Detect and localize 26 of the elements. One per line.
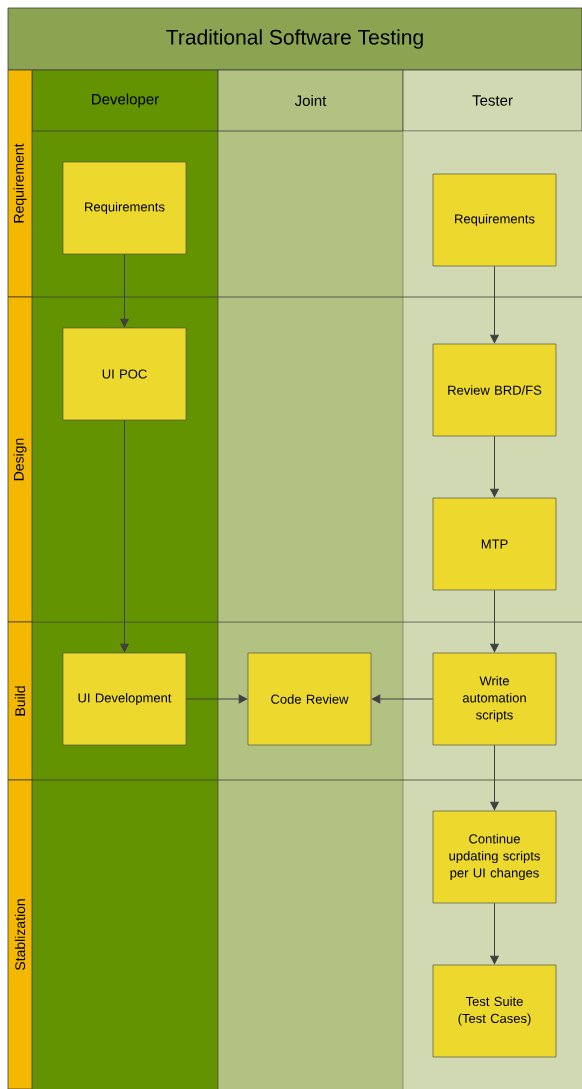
- arrow: [490, 435, 499, 498]
- process-box: Review BRD/FS: [432, 343, 557, 437]
- process-box: UI POC: [62, 327, 187, 421]
- phase-band: Stablization: [7, 779, 33, 1089]
- process-box: MTP: [432, 497, 557, 591]
- process-box: Code Review: [247, 652, 372, 746]
- arrow: [120, 419, 129, 653]
- arrow: [120, 253, 129, 328]
- title-banner: Traditional Software Testing: [7, 7, 582, 71]
- process-box: UI Development: [62, 652, 187, 746]
- lane-header: Developer: [31, 69, 219, 132]
- arrow: [185, 694, 248, 704]
- arrow: [490, 589, 499, 653]
- arrow: [490, 902, 499, 965]
- process-box: Test Suite (Test Cases): [432, 964, 557, 1058]
- arrow: [490, 265, 499, 344]
- lane-header: Joint: [217, 69, 404, 132]
- arrow: [371, 694, 434, 704]
- process-box: Continue updating scripts per UI changes: [432, 810, 557, 904]
- arrow: [490, 744, 499, 811]
- phase-band: Requirement: [7, 69, 33, 298]
- process-box: Requirements: [432, 173, 557, 267]
- lane-header: Tester: [402, 69, 582, 132]
- process-box: Requirements: [62, 161, 187, 255]
- process-box: Write automation scripts: [432, 652, 557, 746]
- phase-band: Build: [7, 621, 33, 781]
